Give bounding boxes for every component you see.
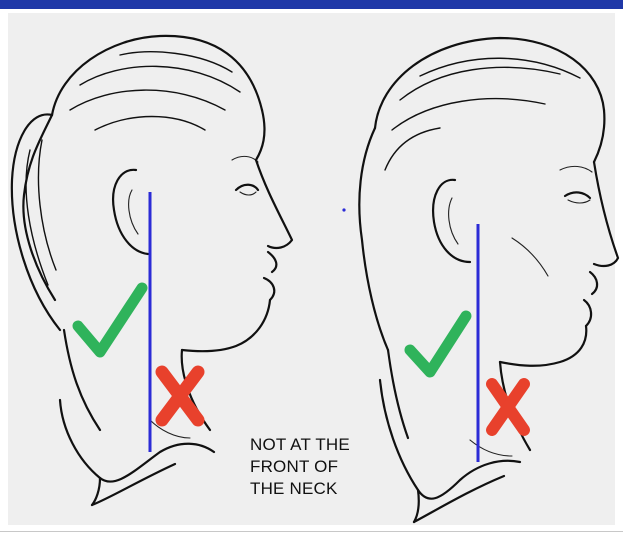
caption-line-1: NOT AT THE bbox=[250, 434, 380, 456]
bottom-divider bbox=[0, 531, 623, 532]
cross-icon bbox=[162, 372, 198, 420]
caption-line-2: FRONT OF bbox=[250, 456, 380, 478]
check-icon bbox=[410, 316, 466, 372]
cross-icon bbox=[492, 384, 524, 430]
check-icon bbox=[78, 288, 142, 352]
stray-dot bbox=[342, 208, 345, 211]
man-profile bbox=[359, 38, 618, 522]
caption-line-3: THE NECK bbox=[250, 478, 380, 500]
caption-text: NOT AT THE FRONT OF THE NECK bbox=[250, 434, 380, 500]
